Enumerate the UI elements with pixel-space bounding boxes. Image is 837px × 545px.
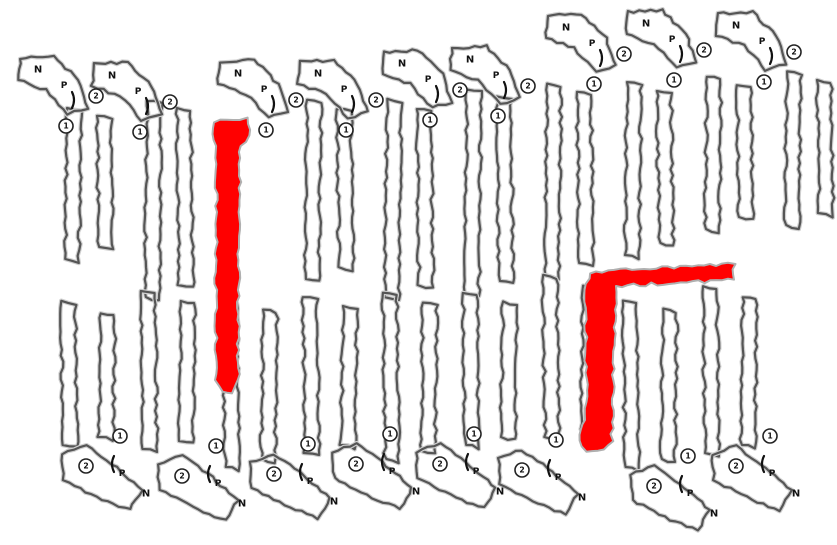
p-label-bottom-7: P — [687, 489, 694, 499]
p-label-bottom-5: P — [473, 467, 480, 477]
n-label-bottom-2: N — [238, 499, 246, 510]
p-mark-6 — [504, 82, 506, 98]
site-2-bottom-5: 2 — [437, 460, 442, 469]
site-1-top-6: 1 — [495, 112, 500, 121]
top-strand-6b — [576, 92, 594, 266]
site-1-bottom-7: 1 — [685, 452, 690, 461]
site-2-bottom-8: 2 — [733, 462, 738, 471]
p-mark-3 — [272, 96, 274, 112]
bottom-strand-4b — [340, 306, 359, 449]
n-label-5: N — [398, 59, 406, 70]
site-1-top-9: 1 — [761, 78, 766, 87]
site-2-top-1: 2 — [93, 92, 98, 101]
p-label-4: P — [341, 85, 348, 95]
site-2-top-7: 2 — [621, 50, 626, 59]
n-label-bottom-8: N — [792, 489, 800, 500]
site-1-top-1: 1 — [63, 122, 68, 131]
n-label-8: N — [642, 19, 650, 30]
site-2-top-6: 2 — [525, 82, 530, 91]
c-head-halo-8 — [712, 445, 792, 511]
highlight-l-shaped-strand — [580, 263, 736, 452]
p-label-6: P — [493, 71, 500, 81]
n-label-1: N — [34, 65, 42, 76]
p-label-5: P — [425, 75, 432, 85]
p-label-bottom-2: P — [215, 479, 222, 489]
site-1-top-3: 1 — [263, 126, 268, 135]
site-1-top-7: 1 — [591, 80, 596, 89]
site-2-top-8: 2 — [701, 46, 706, 55]
p-label-9: P — [759, 37, 766, 47]
site-1-bottom-8: 1 — [767, 432, 772, 441]
site-2-bottom-1: 2 — [83, 462, 88, 471]
site-1-bottom-1: 1 — [117, 432, 122, 441]
highlight-vertical-strand — [213, 118, 251, 394]
site-1-top-2: 1 — [137, 128, 142, 137]
n-terminal-head-3 — [217, 59, 288, 117]
n-head-halo-1 — [18, 56, 88, 115]
site-2-bottom-2: 2 — [179, 472, 184, 481]
n-label-4: N — [314, 69, 322, 80]
site-2-bottom-6: 2 — [519, 466, 524, 475]
n-label-bottom-4: N — [412, 487, 420, 498]
site-2-top-2: 2 — [167, 98, 172, 107]
site-2-top-9: 2 — [791, 48, 796, 57]
site-1-bottom-6: 1 — [553, 436, 558, 445]
p-label-1: P — [61, 81, 68, 91]
n-head-halo-9 — [716, 11, 786, 71]
p-label-2: P — [135, 87, 142, 97]
site-1-top-5: 1 — [427, 116, 432, 125]
site-2-top-4: 2 — [373, 96, 378, 105]
site-1-bottom-2: 1 — [213, 442, 218, 451]
n-label-bottom-3: N — [330, 497, 338, 508]
p-label-bottom-1: P — [119, 469, 126, 479]
site-1-bottom-4: 1 — [387, 430, 392, 439]
n-label-bottom-1: N — [142, 489, 150, 500]
p-mark-1 — [72, 92, 74, 108]
site-1-top-4: 1 — [343, 126, 348, 135]
n-label-3: N — [234, 69, 242, 80]
site-2-bottom-3: 2 — [271, 470, 276, 479]
n-terminal-head-9 — [716, 11, 786, 71]
p-label-bottom-4: P — [389, 467, 396, 477]
site-2-bottom-7: 2 — [651, 482, 656, 491]
n-label-bottom-6: N — [578, 493, 586, 504]
site-1-bottom-5: 1 — [471, 430, 476, 439]
site-2-bottom-4: 2 — [353, 460, 358, 469]
p-label-8: P — [669, 35, 676, 45]
site-2-top-3: 2 — [293, 96, 298, 105]
site-1-top-8: 1 — [671, 76, 676, 85]
p-label-7: P — [589, 39, 596, 49]
p-label-bottom-6: P — [555, 473, 562, 483]
n-label-bottom-5: N — [496, 487, 504, 498]
p-label-bottom-3: P — [307, 477, 314, 487]
n-label-9: N — [732, 21, 740, 32]
p-label-3: P — [261, 85, 268, 95]
p-mark-7 — [600, 50, 602, 66]
n-label-2: N — [108, 71, 116, 82]
p-mark-9 — [770, 48, 772, 64]
n-terminal-head-8 — [626, 9, 696, 67]
top-strand-8b — [736, 85, 754, 219]
p-mark-5 — [436, 86, 438, 102]
n-label-7: N — [562, 23, 570, 34]
n-label-6: N — [466, 55, 474, 66]
p-mark-4 — [352, 96, 354, 112]
site-2-top-5: 2 — [457, 86, 462, 95]
n-label-bottom-7: N — [710, 509, 718, 520]
site-1-bottom-3: 1 — [305, 440, 310, 449]
p-label-bottom-8: P — [769, 469, 776, 479]
p-mark-8 — [680, 46, 682, 62]
